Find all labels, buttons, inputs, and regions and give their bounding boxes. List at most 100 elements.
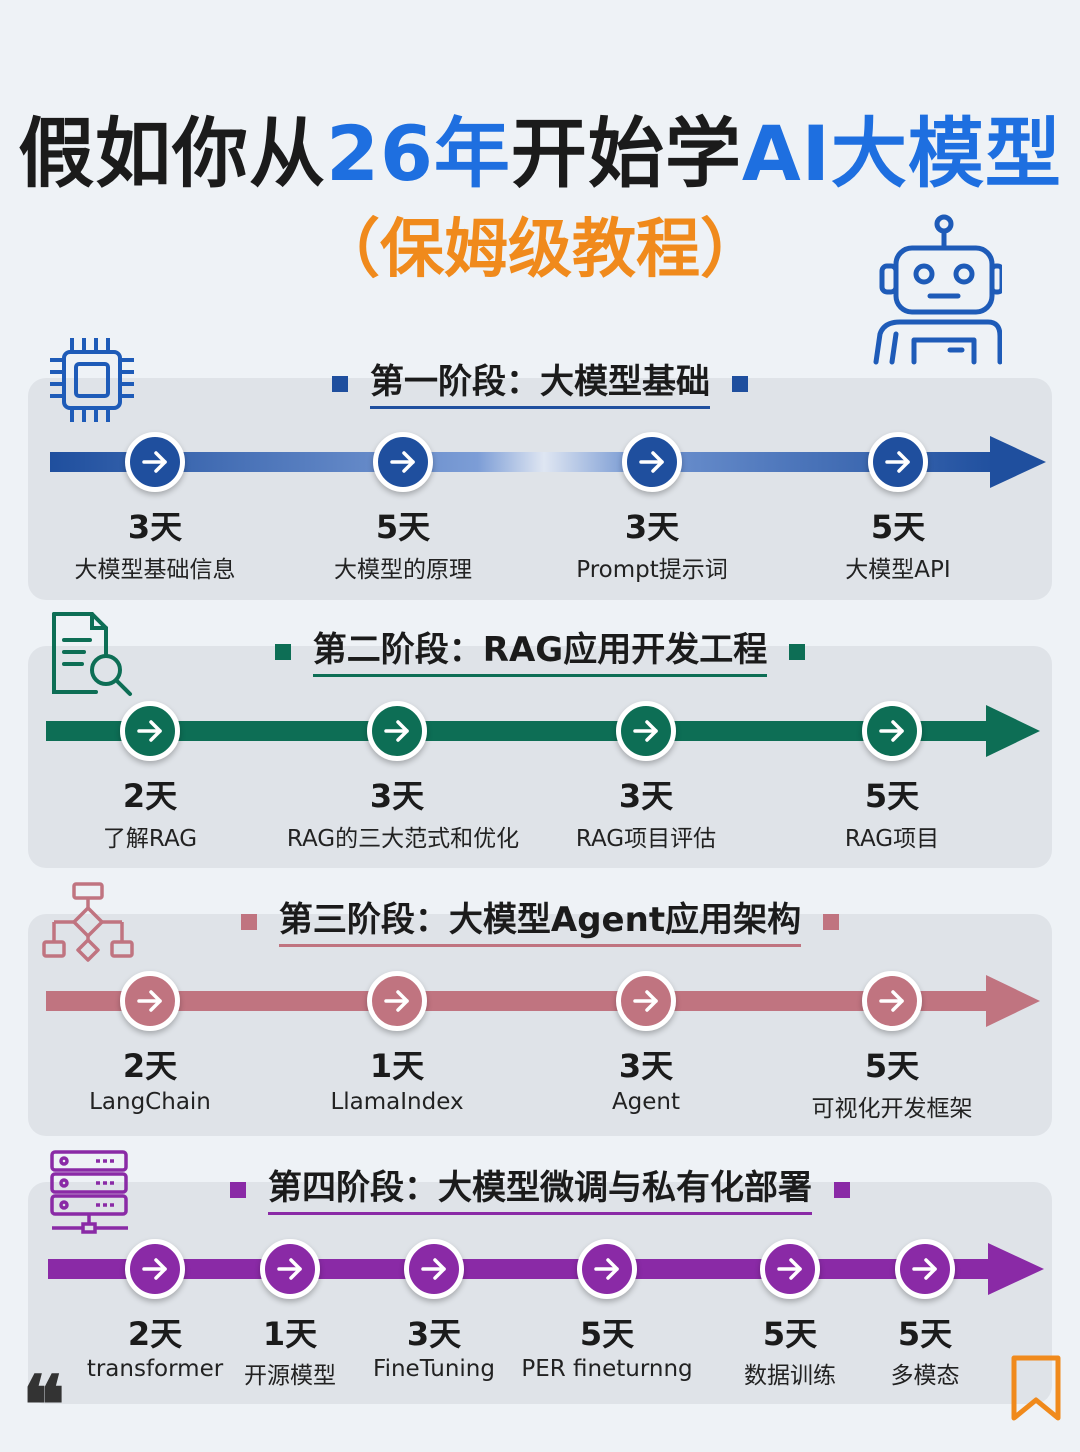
arrow-right-icon (142, 1258, 167, 1280)
arrow-right-icon (390, 451, 415, 473)
stage-2-title: 第二阶段：RAG应用开发工程 (0, 622, 1080, 677)
stage-3-step-3-label: Agent (611, 1089, 681, 1115)
stage-4-step-1-days: 2天 (127, 1315, 183, 1353)
stage-3-title: 第三阶段：大模型Agent应用架构 (0, 892, 1080, 947)
arrow-right-icon (879, 720, 904, 742)
stage-3-step-3-node (616, 971, 676, 1031)
stage-1-step-1-days: 3天 (127, 508, 183, 546)
stage-1-step-1-label: 大模型基础信息 (74, 557, 236, 583)
stage-1-step-4-node (868, 432, 928, 492)
stage-3-step-4-days: 5天 (864, 1047, 920, 1085)
stage-4-step-4-node (577, 1239, 637, 1299)
stage-4-step-5-days: 5天 (762, 1315, 818, 1353)
arrow-right-icon (885, 451, 910, 473)
stage-2-step-2-days: 3天 (369, 777, 425, 815)
stage-4-step-6-node (895, 1239, 955, 1299)
stage-4-title: 第四阶段：大模型微调与私有化部署 (0, 1160, 1080, 1215)
title-square-right (789, 643, 806, 660)
stage-4-step-3-days: 3天 (406, 1315, 462, 1353)
arrow-right-icon (384, 990, 409, 1012)
stage-4-step-2-days: 1天 (262, 1315, 318, 1353)
stage-4-step-5-node (760, 1239, 820, 1299)
arrow-right-icon (594, 1258, 619, 1280)
stage-2-step-1-label: 了解RAG (102, 826, 198, 852)
title-part-1: 假如你从 (18, 109, 327, 198)
stage-4-step-3-node (404, 1239, 464, 1299)
stage-3-step-1-label: LangChain (89, 1089, 211, 1115)
arrow-right-icon (277, 1258, 302, 1280)
flowchart-icon (42, 882, 134, 962)
stage-4-card (28, 1182, 1052, 1404)
robot-icon (873, 214, 1002, 365)
title-square-right (834, 1181, 850, 1198)
stage-3-step-2-label: LlamaIndex (330, 1089, 464, 1115)
stage-1-step-1-node (125, 432, 185, 492)
stage-1-step-2-days: 5天 (375, 508, 431, 546)
stage-1-step-3-days: 3天 (624, 508, 680, 546)
title-square-right (732, 375, 748, 392)
stage-2-step-4-label: RAG项目 (844, 826, 940, 852)
chip-icon (50, 338, 134, 422)
arrow-right-icon (912, 1258, 937, 1280)
stage-3-step-2-node (367, 971, 427, 1031)
stage-1-step-3-node (622, 432, 682, 492)
stage-4-step-3-label: FineTuning (373, 1356, 495, 1382)
arrow-right-icon (879, 990, 904, 1012)
stage-4-step-2-label: 开源模型 (244, 1363, 336, 1389)
stage-2-step-2-node (367, 701, 427, 761)
stage-4-step-4-label: PER fineturnng (521, 1356, 693, 1382)
stage-2-title-text: 第二阶段：RAG应用开发工程 (312, 630, 768, 677)
stage-4-step-6-label: 多模态 (890, 1363, 960, 1389)
arrow-right-icon (384, 720, 409, 742)
arrow-right-icon (777, 1258, 802, 1280)
stage-2-step-3-days: 3天 (618, 777, 674, 815)
arrow-right-icon (639, 451, 664, 473)
stage-3-step-1-days: 2天 (122, 1047, 178, 1085)
bookmark-icon[interactable] (1010, 1354, 1062, 1422)
arrow-right-icon (633, 990, 658, 1012)
stage-4-step-2-node (260, 1239, 320, 1299)
stage-4-step-4-days: 5天 (579, 1315, 635, 1353)
title-square-left (274, 643, 291, 660)
arrow-right-icon (142, 451, 167, 473)
stage-1-title: 第一阶段：大模型基础 (0, 354, 1080, 409)
stage-3-step-4-node (862, 971, 922, 1031)
title-part-2: 26年 (326, 109, 511, 198)
stage-4-step-6-days: 5天 (897, 1315, 953, 1353)
stage-2-step-3-label: RAG项目评估 (575, 826, 717, 852)
stage-3-step-3-days: 3天 (618, 1047, 674, 1085)
title-square-right (823, 913, 840, 930)
stage-4-step-1-label: transformer (86, 1356, 224, 1382)
stage-3-step-2-days: 1天 (369, 1047, 425, 1085)
document-search-icon (52, 612, 132, 696)
stage-3-title-text: 第三阶段：大模型Agent应用架构 (278, 900, 802, 947)
arrow-right-icon (421, 1258, 446, 1280)
title-square-left (230, 1181, 246, 1198)
title-square-left (332, 375, 348, 392)
arrow-right-icon (137, 720, 162, 742)
stage-1-title-text: 第一阶段：大模型基础 (370, 362, 710, 409)
title-square-left (240, 913, 257, 930)
stage-3-step-4-label: 可视化开发框架 (811, 1096, 973, 1122)
quote-icon: ❝ (22, 1358, 66, 1452)
arrow-right-icon (137, 990, 162, 1012)
stage-2-step-1-node (120, 701, 180, 761)
stage-2-step-4-days: 5天 (864, 777, 920, 815)
stage-1-step-2-node (373, 432, 433, 492)
arrow-right-icon (633, 720, 658, 742)
title-part-4: AI大模型 (741, 109, 1062, 198)
stage-1-card (28, 378, 1052, 600)
title-part-3: 开始学 (510, 109, 742, 198)
server-icon (50, 1150, 128, 1234)
stage-2-step-1-days: 2天 (122, 777, 178, 815)
stage-2-step-2-label: RAG的三大范式和优化 (286, 826, 520, 852)
stage-4-title-text: 第四阶段：大模型微调与私有化部署 (268, 1168, 812, 1215)
stage-1-step-4-days: 5天 (870, 508, 926, 546)
page-title: 假如你从26年开始学AI大模型 (0, 92, 1080, 202)
stage-1-step-4-label: 大模型API (845, 557, 951, 583)
stage-2-step-3-node (616, 701, 676, 761)
stage-2-step-4-node (862, 701, 922, 761)
stage-4-step-1-node (125, 1239, 185, 1299)
page-subtitle: （保姆级教程） (316, 213, 764, 287)
stage-3-step-1-node (120, 971, 180, 1031)
